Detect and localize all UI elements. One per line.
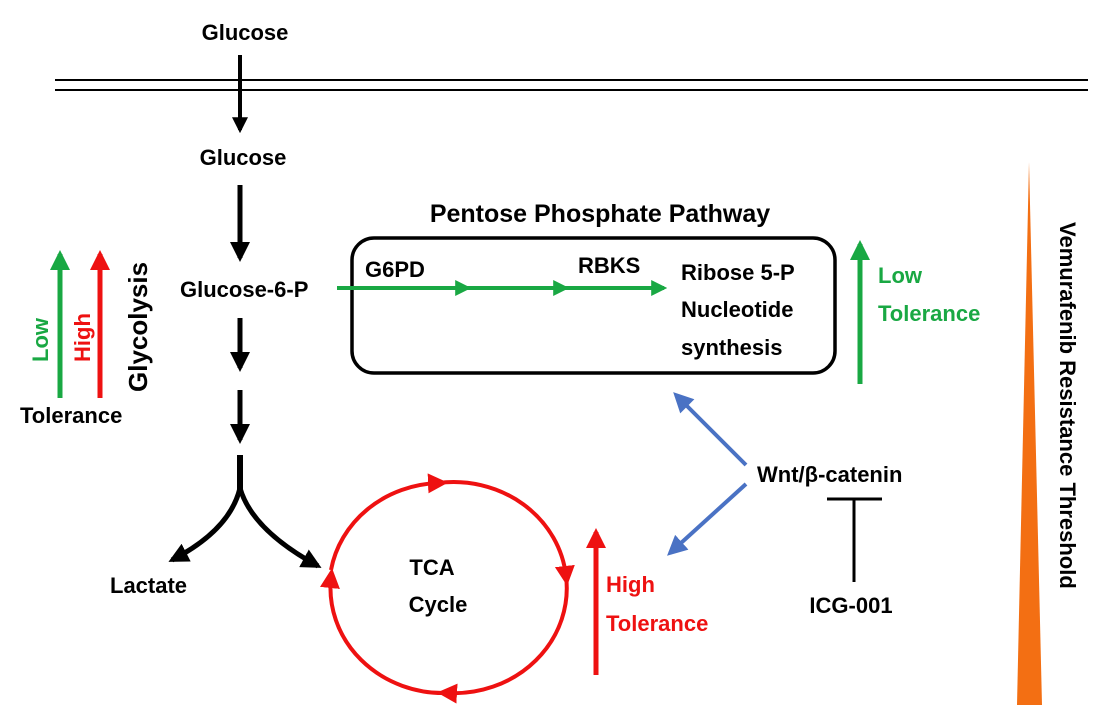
tca-label-line1: TCA xyxy=(409,555,454,580)
icg-label: ICG-001 xyxy=(809,593,892,618)
wnt-label: Wnt/β-catenin xyxy=(757,462,902,487)
ribose-label-line1: Ribose 5-P xyxy=(681,260,795,285)
lactate-label: Lactate xyxy=(110,573,187,598)
glucose-outside-label: Glucose xyxy=(202,20,289,45)
threshold-label: Vemurafenib Resistance Threshold xyxy=(1055,222,1080,589)
threshold-wedge xyxy=(1017,162,1042,705)
high-tolerance-label-line2: Tolerance xyxy=(606,611,708,636)
glyco-low-label: Low xyxy=(28,317,53,362)
glucose-6p-label: Glucose-6-P xyxy=(180,277,308,302)
ribose-label-line3: synthesis xyxy=(681,335,783,360)
g6pd-label: G6PD xyxy=(365,257,425,282)
ppp-title: Pentose Phosphate Pathway xyxy=(430,200,770,228)
ribose-label-line2: Nucleotide xyxy=(681,297,793,322)
glyco-tolerance-label: Tolerance xyxy=(20,403,122,428)
glycolysis-label: Glycolysis xyxy=(123,262,153,392)
glucose-inside-label: Glucose xyxy=(200,145,287,170)
glyco-high-label: High xyxy=(70,313,95,362)
tca-cycle-ring xyxy=(320,473,575,704)
low-tolerance-label-line1: Low xyxy=(878,263,923,288)
rbks-label: RBKS xyxy=(578,253,640,278)
to-tca-arrow xyxy=(237,487,322,569)
to-lactate-arrow xyxy=(168,487,243,563)
wnt-to-tca-arrow xyxy=(667,482,748,556)
low-tolerance-label-line2: Tolerance xyxy=(878,301,980,326)
tca-label-line2: Cycle xyxy=(409,592,468,617)
ppp-box xyxy=(350,236,837,375)
high-tolerance-label-line1: High xyxy=(606,572,655,597)
wnt-to-ppp-arrow xyxy=(673,392,748,467)
